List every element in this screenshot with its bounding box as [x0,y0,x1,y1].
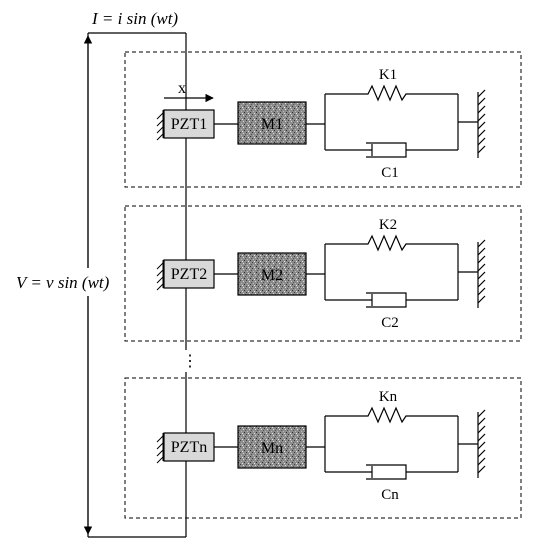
unit-frame [124,205,522,342]
spring [325,234,458,252]
damper [325,142,458,158]
mass-label: Mn [261,440,283,457]
ground-wall-hatch [477,239,486,308]
pzt-element [163,259,215,289]
pzt-element [163,109,215,139]
unit-frame [124,377,522,519]
damper [325,464,458,480]
continuation-dots: ⋮ [182,353,198,370]
damper-label: C1 [381,165,399,181]
mass-block [237,425,307,469]
damper [325,292,458,308]
pzt-wall-hatch [156,260,164,291]
ground-wall-hatch [477,409,486,478]
unit-n: PZTn Mn Kn Cn [124,377,522,519]
spring-damper-network [306,416,478,472]
pzt-element [163,432,215,462]
current-label: I = i sin (wt) [91,9,178,28]
mass-block [237,252,307,296]
unit-2: PZT2 M2 K2 C2 [124,205,522,342]
pzt-wall-hatch [156,433,164,464]
damper-label: C2 [381,315,399,331]
pzt-label: PZT1 [171,116,207,133]
ground-wall-hatch [477,89,486,158]
spring-label: Kn [379,389,398,405]
pzt-label: PZT2 [171,266,207,283]
mass-label: M2 [261,267,283,284]
pzt-wall-hatch [156,110,164,141]
spring [325,406,458,424]
voltage-label-bg [14,268,118,296]
unit-1: PZT1 x M1 K1 C1 [124,51,522,188]
spring-label: K1 [379,67,397,83]
spring-damper-network [306,244,478,300]
mass-block [237,101,307,145]
unit-frame [124,51,522,188]
mass-label: M1 [261,116,283,133]
spring [325,84,458,102]
spring-damper-network [306,94,478,150]
pzt-label: PZTn [171,439,207,456]
voltage-label: V = v sin (wt) [16,273,110,292]
damper-label: Cn [381,487,399,503]
displacement-label: x [178,80,186,97]
spring-label: K2 [379,217,397,233]
